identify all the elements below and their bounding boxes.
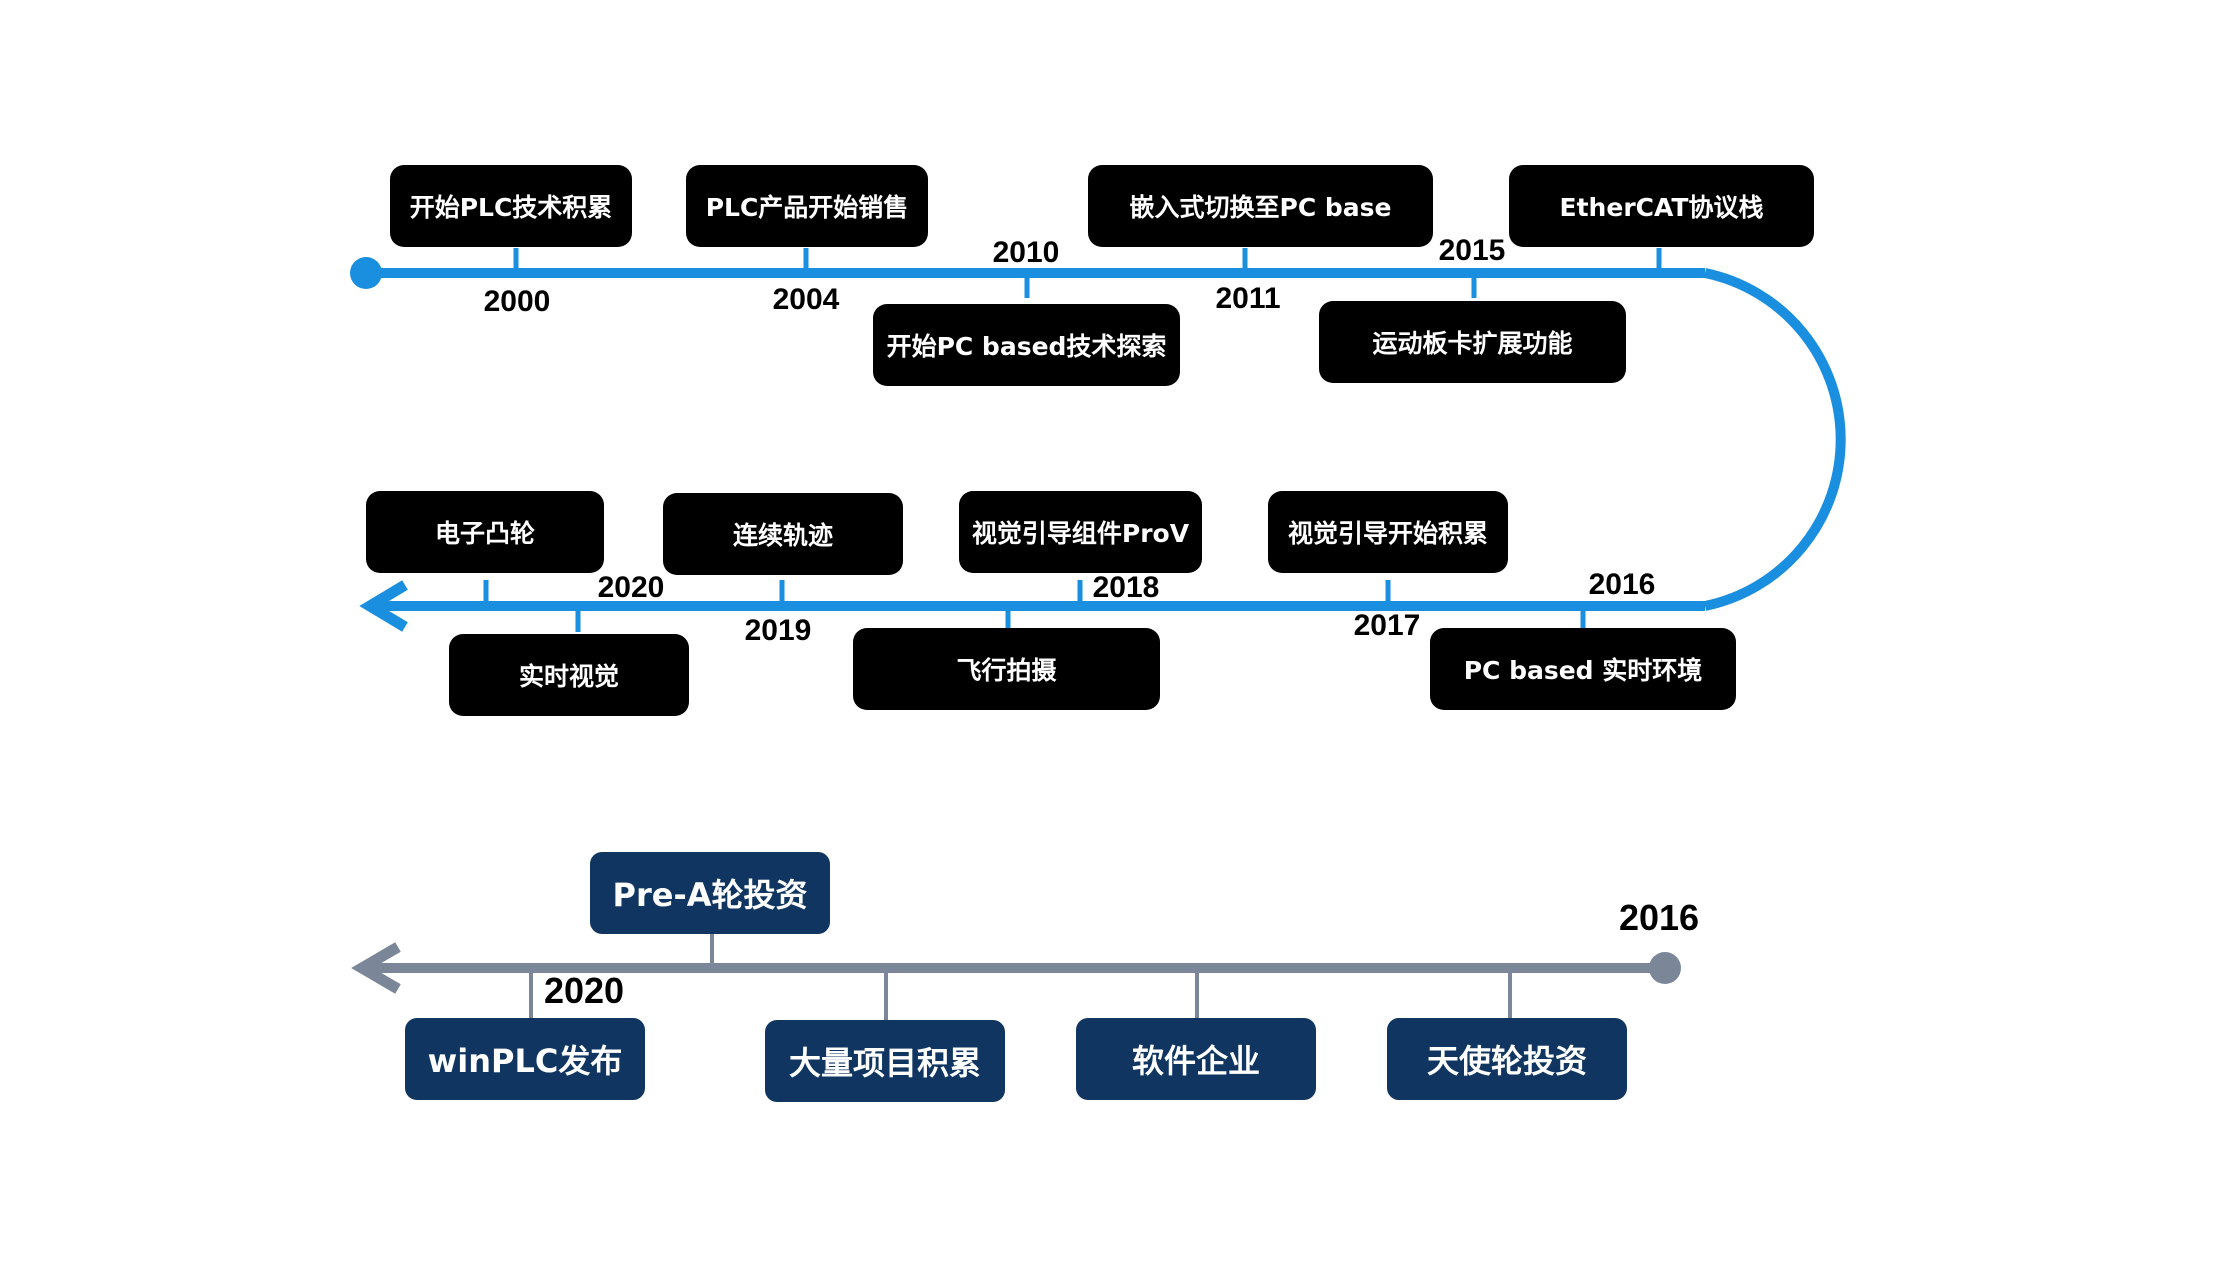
event-box: 电子凸轮 — [366, 491, 604, 573]
event-box: 嵌入式切换至PC base — [1088, 165, 1433, 247]
year-label: 2004 — [772, 283, 840, 316]
year-label: 2000 — [483, 285, 551, 318]
funding-box: Pre-A轮投资 — [590, 852, 830, 934]
event-box: 飞行拍摄 — [853, 628, 1160, 710]
year-label: 2016 — [1588, 568, 1656, 601]
year-label: 2018 — [1092, 571, 1160, 604]
year-label: 2019 — [744, 614, 812, 647]
year-label: 2010 — [992, 236, 1060, 269]
funding-box: 大量项目积累 — [765, 1020, 1005, 1102]
year-label: 2011 — [1215, 282, 1281, 315]
funding-box: 软件企业 — [1076, 1018, 1316, 1100]
event-box: 开始PLC技术积累 — [390, 165, 632, 247]
funding-start-dot — [1649, 952, 1681, 984]
event-box: PC based 实时环境 — [1430, 628, 1736, 710]
year-label: 2015 — [1438, 234, 1506, 267]
event-box: 连续轨迹 — [663, 493, 903, 575]
timeline-arrow-head — [359, 580, 408, 632]
year-label: 2017 — [1353, 609, 1421, 642]
funding-arrow-head — [351, 942, 401, 994]
event-box: 视觉引导开始积累 — [1268, 491, 1508, 573]
event-box: 实时视觉 — [449, 634, 689, 716]
funding-box: winPLC发布 — [405, 1018, 645, 1100]
funding-start-year: 2016 — [1618, 897, 1700, 938]
event-box: 运动板卡扩展功能 — [1319, 301, 1626, 383]
funding-end-year: 2020 — [543, 970, 625, 1011]
event-box: EtherCAT协议栈 — [1509, 165, 1814, 247]
event-box: PLC产品开始销售 — [686, 165, 928, 247]
event-box: 开始PC based技术探索 — [873, 304, 1180, 386]
funding-box: 天使轮投资 — [1387, 1018, 1627, 1100]
year-label: 2020 — [597, 571, 665, 604]
event-box: 视觉引导组件ProV — [959, 491, 1202, 573]
timeline-track-curve — [1703, 268, 1846, 611]
